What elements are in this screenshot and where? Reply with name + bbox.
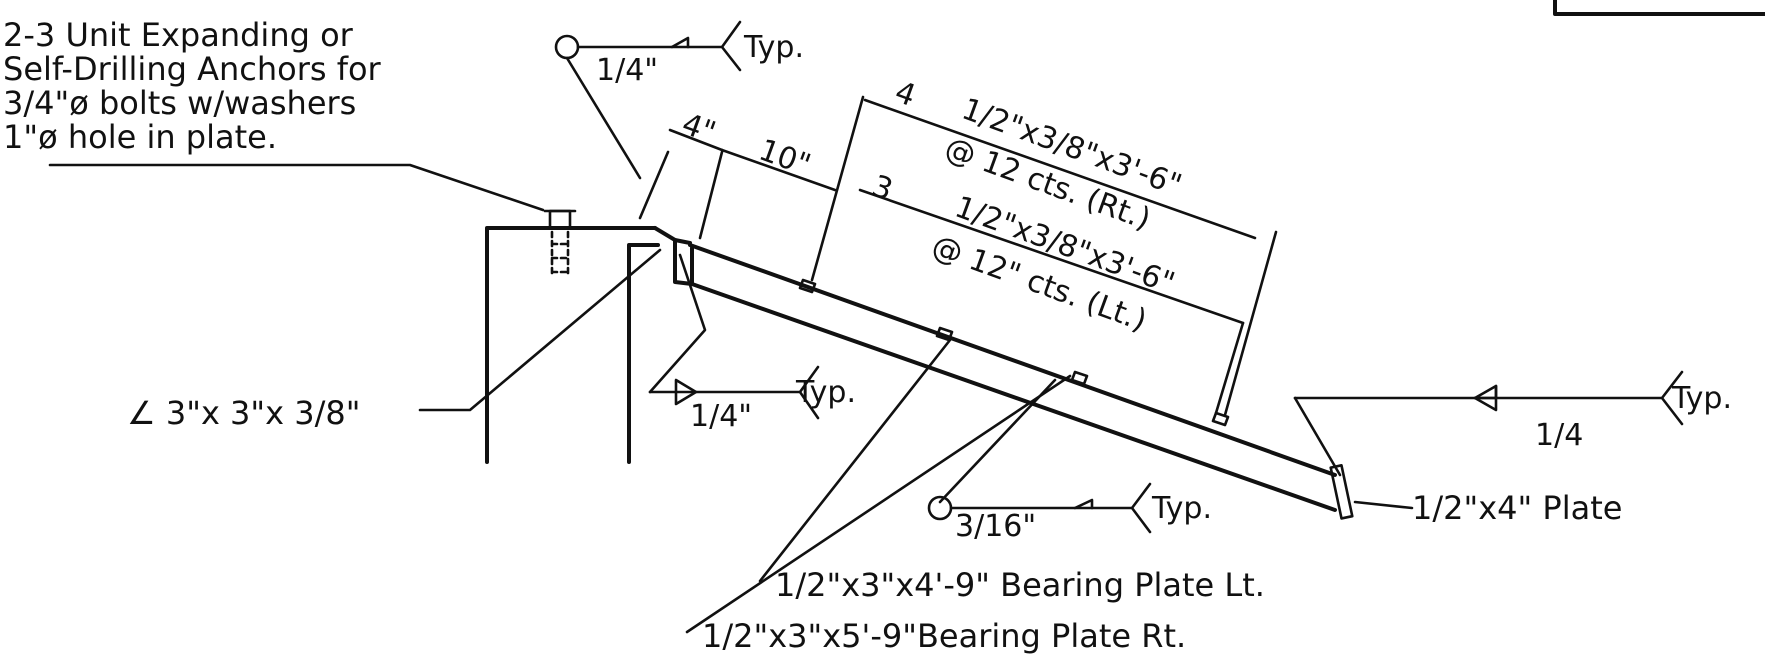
bearing-plate-rt-label: 1/2"x3"x5'-9"Bearing Plate Rt. <box>702 617 1186 655</box>
anchor-note: 2-3 Unit Expanding or Self-Drilling Anch… <box>3 16 382 156</box>
frame-corner <box>1553 0 1765 16</box>
angle-label: ∠ 3"x 3"x 3/8" <box>127 394 360 432</box>
leader-lines <box>48 56 1414 634</box>
weld-symbol-right <box>1293 370 1684 426</box>
inclined-bearing-plate <box>688 243 1337 512</box>
bars-on-plate <box>798 278 1230 427</box>
weld-right-size: 1/4 <box>1535 418 1583 453</box>
anchor-note-line2: Self-Drilling Anchors for <box>3 50 382 88</box>
weld-symbol-bottom <box>927 482 1152 534</box>
plate-label: 1/2"x4" Plate <box>1412 489 1622 527</box>
dim-4-inch: 4" <box>677 107 720 151</box>
anchor-note-line4: 1"ø hole in plate. <box>3 118 277 156</box>
anchor-bolt <box>543 209 577 277</box>
weld-mid-size: 1/4" <box>690 399 752 434</box>
bearing-plate-lt-label: 1/2"x3"x4'-9" Bearing Plate Lt. <box>775 566 1265 604</box>
dimension-lines <box>638 95 1278 417</box>
anchor-note-line1: 2-3 Unit Expanding or <box>3 16 354 54</box>
anchor-note-line3: 3/4"ø bolts w/washers <box>3 84 356 122</box>
weld-top-typ: Typ. <box>743 30 804 65</box>
weld-symbol-top <box>554 20 742 72</box>
angle-section <box>653 226 694 286</box>
upper-bars-count: 4 <box>890 75 920 114</box>
weld-bottom-typ: Typ. <box>1151 491 1212 526</box>
support-wall <box>485 226 660 464</box>
weld-bottom-size: 3/16" <box>955 509 1036 544</box>
weld-mid-typ: Typ. <box>795 375 856 410</box>
weld-right-typ: Typ. <box>1671 381 1732 416</box>
dim-10-inch: 10" <box>754 133 815 184</box>
weld-symbol-mid <box>648 365 820 420</box>
weld-top-size: 1/4" <box>596 53 658 88</box>
